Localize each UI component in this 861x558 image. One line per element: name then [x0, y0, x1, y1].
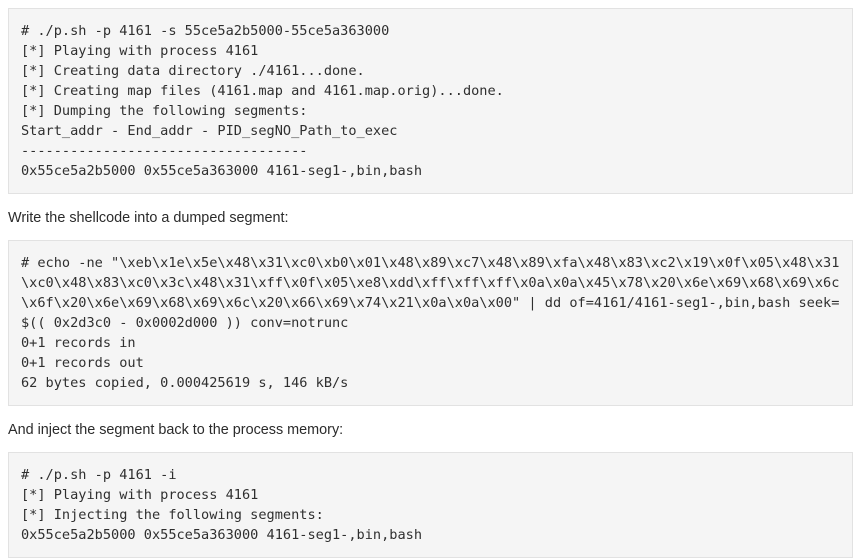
write-shellcode-terminal-text: # echo -ne "\xeb\x1e\x5e\x48\x31\xc0\xb0…: [21, 255, 840, 391]
write-shellcode-caption: Write the shellcode into a dumped segmen…: [8, 210, 289, 226]
article-content-page: # ./p.sh -p 4161 -s 55ce5a2b5000-55ce5a3…: [0, 8, 861, 558]
inject-segment-terminal-block: # ./p.sh -p 4161 -i [*] Playing with pro…: [8, 452, 853, 558]
inject-segment-caption: And inject the segment back to the proce…: [8, 422, 344, 438]
dump-segment-terminal-block: # ./p.sh -p 4161 -s 55ce5a2b5000-55ce5a3…: [8, 8, 853, 194]
write-shellcode-terminal-block: # echo -ne "\xeb\x1e\x5e\x48\x31\xc0\xb0…: [8, 240, 853, 406]
inject-segment-terminal-text: # ./p.sh -p 4161 -i [*] Playing with pro…: [21, 467, 423, 543]
dump-segment-terminal-text: # ./p.sh -p 4161 -s 55ce5a2b5000-55ce5a3…: [21, 23, 504, 179]
